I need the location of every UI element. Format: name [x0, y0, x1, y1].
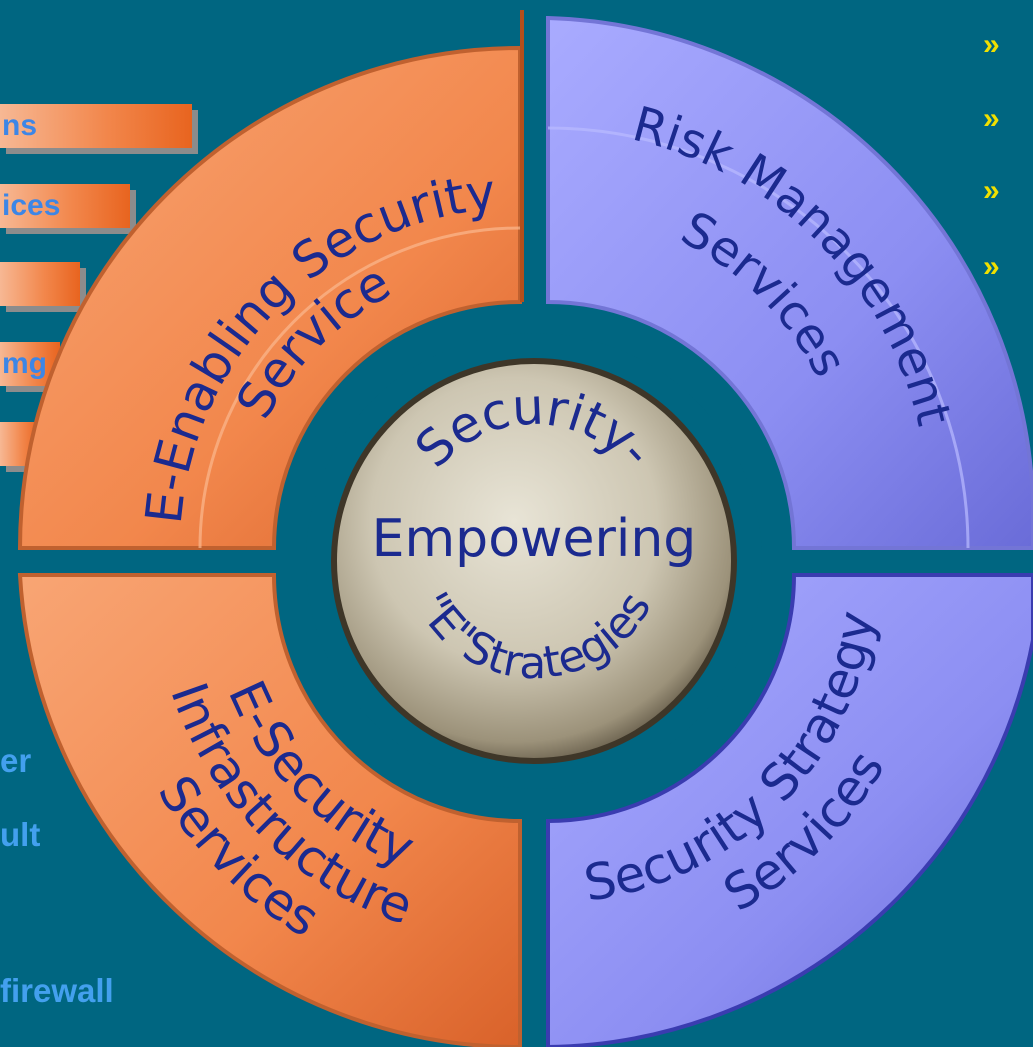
bullet-2: »: [983, 102, 1000, 135]
left-tab-4-label: mg: [2, 347, 47, 380]
left-tab-1-label: ns: [2, 109, 38, 142]
left-text-1: er: [0, 742, 32, 779]
segment-risk-management: [546, 15, 1033, 550]
bullet-3: »: [983, 174, 1000, 207]
left-tab-2: ices: [0, 184, 130, 228]
segment-e-enabling: [17, 10, 524, 550]
segment-security-strategy: [546, 573, 1033, 1047]
left-text-2: ult: [0, 816, 41, 853]
center-hub: [306, 333, 762, 789]
left-tab-2-label: ices: [2, 189, 61, 222]
bullet-1: »: [983, 28, 1000, 61]
left-text-3: firewall: [0, 972, 114, 1009]
left-tab-1: ns: [0, 104, 192, 148]
center-label-2: Empowering: [372, 509, 697, 569]
segment-infrastructure: [17, 573, 522, 1047]
bullet-4: »: [983, 250, 1000, 283]
left-tab-3: [0, 262, 80, 306]
